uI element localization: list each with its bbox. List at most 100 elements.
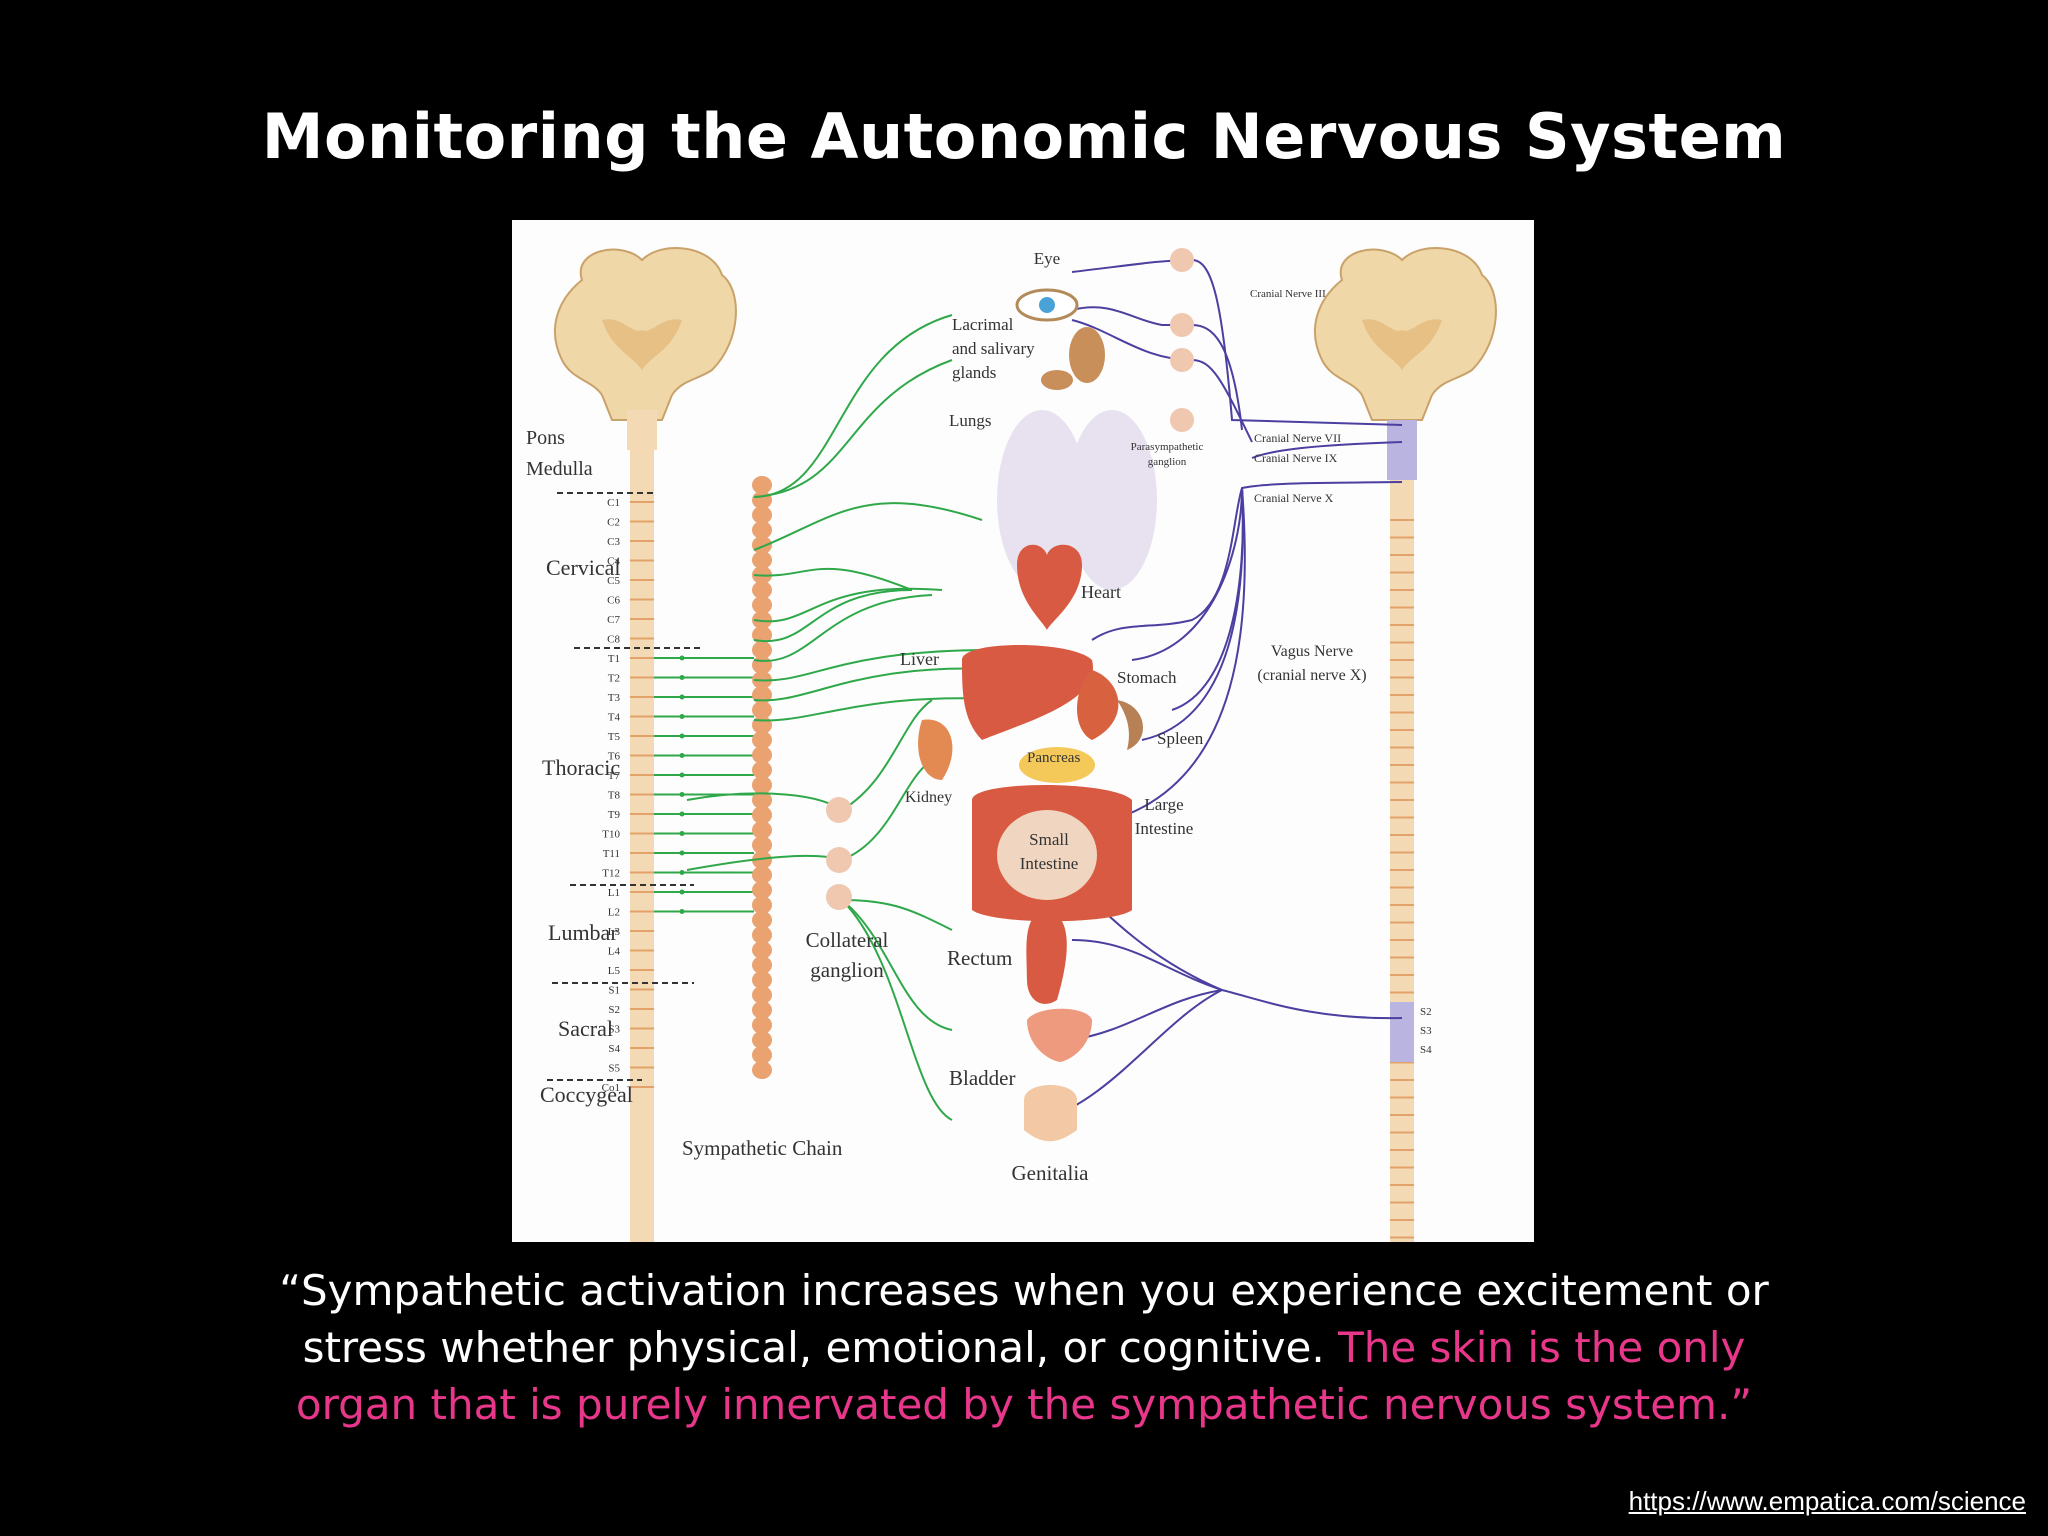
chain-ganglion (752, 476, 772, 494)
chain-ganglion (752, 836, 772, 854)
heart-illustration (1017, 544, 1082, 630)
right-brain (1313, 247, 1497, 480)
svg-text:Collateral: Collateral (806, 928, 889, 952)
vertebra-label: C6 (607, 595, 620, 607)
genitalia-label: Genitalia (1012, 1161, 1090, 1185)
kidney-label: Kidney (905, 789, 952, 806)
bladder-label: Bladder (949, 1066, 1015, 1090)
chain-ganglion (752, 521, 772, 539)
chain-ganglion (752, 806, 772, 824)
vertebra-label: T10 (602, 829, 620, 841)
svg-text:ganglion: ganglion (810, 958, 884, 982)
large-intestine-label: Large Intestine (1135, 795, 1194, 838)
fiber-node (679, 811, 685, 817)
chain-ganglion (752, 1001, 772, 1019)
chain-ganglion (752, 596, 772, 614)
vertebra-label: T6 (608, 751, 621, 763)
organs (918, 288, 1157, 1142)
left-brain (553, 247, 737, 450)
lumbar-label: Lumbar (548, 920, 618, 945)
fiber-node (679, 831, 685, 836)
spleen-label: Spleen (1157, 729, 1204, 748)
svg-text:(cranial nerve X): (cranial nerve X) (1257, 667, 1366, 684)
eye-label: Eye (1034, 249, 1060, 268)
vertebra-label: T1 (608, 653, 620, 665)
fiber-node (679, 753, 685, 758)
chain-ganglion (752, 746, 772, 764)
source-link[interactable]: https://www.empatica.com/science (1628, 1486, 2026, 1516)
chain-ganglion (752, 896, 772, 914)
chain-ganglion (752, 866, 772, 884)
region-dividers (547, 492, 700, 1081)
sympathetic-chain (752, 476, 772, 1079)
cranial-nerve-x-label: Cranial Nerve X (1254, 491, 1334, 505)
lacrimal-label: Lacrimal and salivary glands (952, 315, 1035, 382)
right-vertebra-rungs (1390, 519, 1414, 1239)
cranial-nerve-iii-label: Cranial Nerve III (1250, 288, 1326, 300)
coccygeal-label: Coccygeal (540, 1082, 633, 1107)
rectum-illustration (1026, 910, 1067, 1004)
svg-text:and salivary: and salivary (952, 339, 1035, 358)
vertebra-label: C5 (607, 575, 620, 587)
chain-ganglion (752, 821, 772, 839)
svg-text:Intestine: Intestine (1020, 854, 1079, 873)
bladder-illustration (1027, 1008, 1092, 1062)
right-spinal-cord (1390, 480, 1414, 1242)
vertebra-label: S5 (608, 1063, 620, 1075)
vertebra-label: L2 (608, 907, 620, 919)
cervical-label: Cervical (546, 555, 621, 580)
vertebra-label: L1 (608, 887, 620, 899)
quote-main: “Sympathetic activation increases when y… (279, 1266, 1769, 1372)
chain-ganglion (752, 791, 772, 809)
svg-text:Large: Large (1144, 795, 1183, 814)
heart-label: Heart (1081, 582, 1121, 602)
right-sacral-segment (1390, 1002, 1414, 1062)
chain-ganglion (752, 551, 772, 569)
autonomic-nervous-system-diagram: Pons Medulla Cervical Thoracic Lumbar Sa… (512, 220, 1534, 1242)
sacral-label: Sacral (558, 1016, 613, 1041)
chain-ganglion (752, 776, 772, 794)
chain-ganglion (752, 761, 772, 779)
fiber-node (679, 870, 685, 875)
sacral-right-label: S4 (1420, 1044, 1432, 1056)
vertebra-label: S3 (608, 1024, 620, 1036)
fiber-node (679, 909, 685, 914)
fiber-node (679, 792, 685, 797)
collateral-ganglion-label: Collateral ganglion (806, 928, 889, 982)
vertebra-label: Co1 (602, 1082, 620, 1094)
vertebra-label: T9 (608, 809, 621, 821)
chain-ganglion (752, 986, 772, 1004)
vertebra-label: C1 (607, 497, 620, 509)
fiber-node (679, 772, 685, 778)
chain-ganglion (752, 941, 772, 959)
vertebra-label: S4 (608, 1043, 620, 1055)
vertebra-label: L3 (608, 926, 621, 938)
svg-text:Vagus Nerve: Vagus Nerve (1271, 643, 1353, 660)
vertebra-label: C4 (607, 556, 620, 568)
chain-ganglion (752, 581, 772, 599)
chain-ganglion (752, 911, 772, 929)
vertebra-label: T8 (608, 790, 621, 802)
sacral-right-label: S3 (1420, 1025, 1432, 1037)
svg-text:Intestine: Intestine (1135, 819, 1194, 838)
pancreas-label: Pancreas (1027, 750, 1080, 766)
small-intestine-label: Small Intestine (1020, 830, 1079, 873)
svg-text:Parasympathetic: Parasympathetic (1131, 441, 1204, 453)
chain-ganglion (752, 881, 772, 899)
fiber-node (679, 655, 685, 661)
vertebra-label: T4 (608, 712, 621, 724)
vertebra-labels: C1C2C3C4C5C6C7C8T1T2T3T4T5T6T7T8T9T10T11… (602, 497, 621, 1094)
fiber-node (679, 694, 685, 700)
vertebra-label: S1 (608, 985, 620, 997)
vertebra-label: C8 (607, 634, 620, 646)
vertebra-label: L4 (608, 946, 621, 958)
liver-label: Liver (900, 649, 939, 669)
left-vertebra-rungs (630, 501, 754, 1088)
chain-ganglion (752, 971, 772, 989)
fiber-node (679, 714, 685, 719)
chain-ganglion (752, 701, 772, 719)
thoracic-label: Thoracic (542, 755, 620, 780)
chain-ganglion (752, 1061, 772, 1079)
vertebra-label: T3 (608, 692, 621, 704)
vertebra-label: S2 (608, 1004, 620, 1016)
